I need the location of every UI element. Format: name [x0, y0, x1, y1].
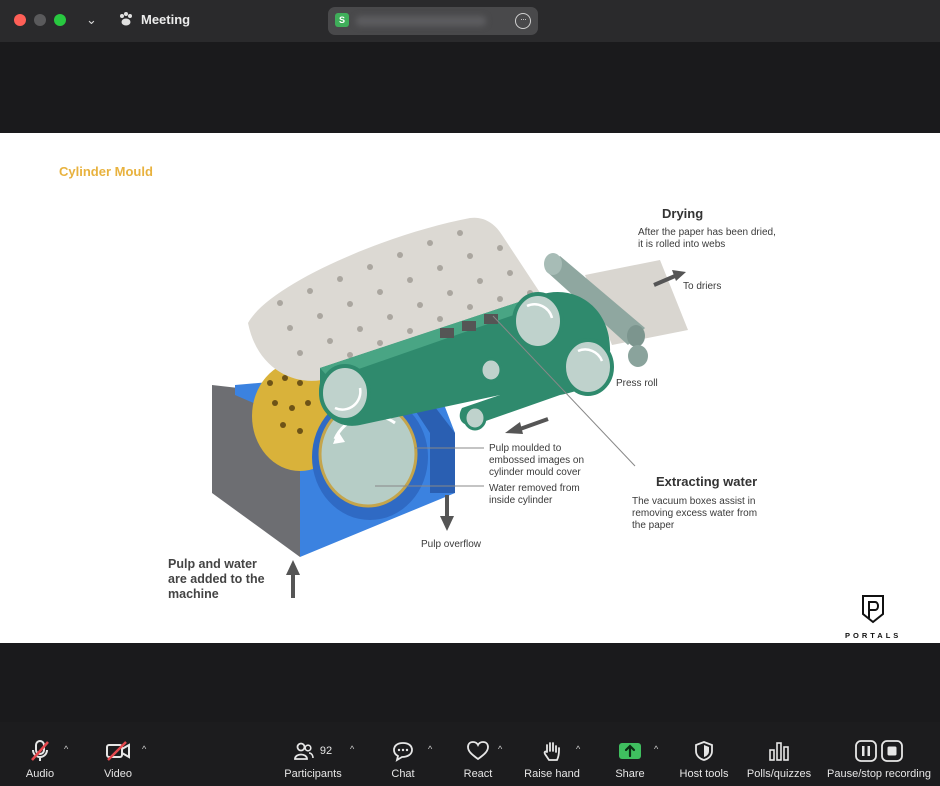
audio-button[interactable]: Audio — [22, 738, 58, 780]
pulp-water-label-2: are added to the — [168, 572, 265, 586]
participants-options-caret[interactable]: ^ — [350, 744, 355, 754]
pulp-water-label-3: machine — [168, 587, 219, 601]
portals-logo-text: PORTALS — [845, 631, 902, 640]
sharer-name-blurred — [356, 16, 486, 26]
water-removed-label-1: Water removed from — [489, 483, 580, 494]
raise-hand-options-caret[interactable]: ^ — [576, 744, 581, 754]
meeting-info-pill[interactable]: S ··· — [328, 7, 538, 35]
minimize-window-button[interactable] — [34, 14, 46, 26]
portals-shield-icon — [862, 595, 884, 624]
chevron-down-icon[interactable]: ⌄ — [86, 12, 97, 27]
react-options-caret[interactable]: ^ — [498, 744, 503, 754]
raise-hand-label: Raise hand — [524, 768, 580, 780]
pulp-moulded-label-2: embossed images on — [489, 455, 585, 466]
video-options-caret[interactable]: ^ — [142, 744, 147, 754]
slide-title: Cylinder Mould — [59, 164, 153, 179]
felt-roll-small — [479, 357, 503, 383]
press-roll-label: Press roll — [616, 378, 658, 389]
pulp-water-label-1: Pulp and water — [168, 557, 257, 571]
heart-icon — [467, 741, 489, 761]
audio-options-caret[interactable]: ^ — [64, 744, 69, 754]
meeting-paw-icon — [120, 12, 132, 26]
polls-label: Polls/quizzes — [746, 768, 812, 780]
audio-label: Audio — [25, 768, 55, 780]
to-driers-arrow — [653, 270, 686, 287]
microphone-muted-icon — [31, 740, 49, 761]
more-options-icon[interactable]: ··· — [515, 13, 531, 29]
extracting-text-2: removing excess water from — [632, 508, 758, 519]
host-tools-button[interactable]: Host tools — [676, 738, 732, 780]
share-label: Share — [615, 768, 645, 780]
raise-hand-button[interactable]: Raise hand — [522, 738, 582, 780]
chat-label: Chat — [391, 768, 415, 780]
recording-controls[interactable]: Pause/stop recording — [824, 738, 934, 780]
zoom-window-button[interactable] — [54, 14, 66, 26]
extracting-heading: Extracting water — [656, 474, 758, 489]
share-options-caret[interactable]: ^ — [654, 744, 659, 754]
pulp-input-arrow — [286, 560, 300, 598]
pause-recording-icon[interactable] — [855, 740, 877, 762]
vacuum-box — [440, 328, 454, 338]
felt-roll-top — [512, 292, 564, 350]
drying-roll-upper — [544, 253, 645, 347]
bar-chart-icon — [769, 742, 789, 761]
chat-options-caret[interactable]: ^ — [428, 744, 433, 754]
pulp-overflow-arrow — [440, 495, 454, 531]
cylinder-mould-diagram — [212, 217, 688, 598]
drying-text-2: it is rolled into webs — [638, 239, 726, 250]
video-button[interactable]: Video — [100, 738, 136, 780]
pulp-overflow-label: Pulp overflow — [421, 539, 482, 550]
leader-extracting — [492, 315, 636, 467]
press-roll — [562, 338, 614, 396]
drying-heading: Drying — [662, 206, 704, 221]
water-removed-label-2: inside cylinder — [489, 495, 553, 506]
chat-bubble-icon — [393, 742, 413, 762]
to-driers-label: To driers — [683, 281, 722, 292]
recording-label: Pause/stop recording — [827, 768, 931, 780]
shared-slide: Cylinder Mould — [0, 133, 940, 643]
sharer-avatar: S — [335, 13, 349, 27]
chat-button[interactable]: Chat — [386, 738, 420, 780]
felt-direction-arrow — [505, 417, 549, 434]
drying-text-1: After the paper has been dried, — [638, 227, 776, 238]
participants-label: Participants — [284, 768, 342, 780]
title-bar: ⌄ Meeting S ··· — [0, 0, 940, 42]
host-tools-label: Host tools — [679, 768, 729, 780]
extracting-text-3: the paper — [632, 520, 675, 531]
share-button[interactable]: Share — [612, 738, 648, 780]
polls-button[interactable]: Polls/quizzes — [744, 738, 814, 780]
video-camera-off-icon — [106, 741, 130, 761]
react-label: React — [463, 768, 493, 780]
felt-roll-left — [319, 364, 371, 422]
meeting-title: Meeting — [141, 12, 191, 27]
pulp-moulded-label-1: Pulp moulded to — [489, 443, 562, 454]
participants-count: 92 — [319, 745, 333, 757]
close-window-button[interactable] — [14, 14, 26, 26]
portals-logo: PORTALS — [845, 594, 901, 640]
participants-button[interactable]: 92 Participants — [280, 738, 346, 780]
meeting-toolbar: Audio ^ Video ^ 92 Participants ^ Chat ^… — [0, 722, 940, 786]
shield-icon — [695, 741, 713, 761]
raise-hand-icon — [543, 742, 560, 761]
react-button[interactable]: React — [460, 738, 496, 780]
felt-roll-bottom — [463, 405, 487, 431]
drying-roll-lower — [628, 345, 648, 367]
video-label: Video — [104, 768, 132, 780]
stop-recording-icon[interactable] — [881, 740, 903, 762]
participants-icon — [293, 742, 314, 760]
pulp-moulded-label-3: cylinder mould cover — [489, 467, 581, 478]
share-screen-icon — [619, 743, 641, 759]
extracting-text-1: The vacuum boxes assist in — [632, 496, 756, 507]
